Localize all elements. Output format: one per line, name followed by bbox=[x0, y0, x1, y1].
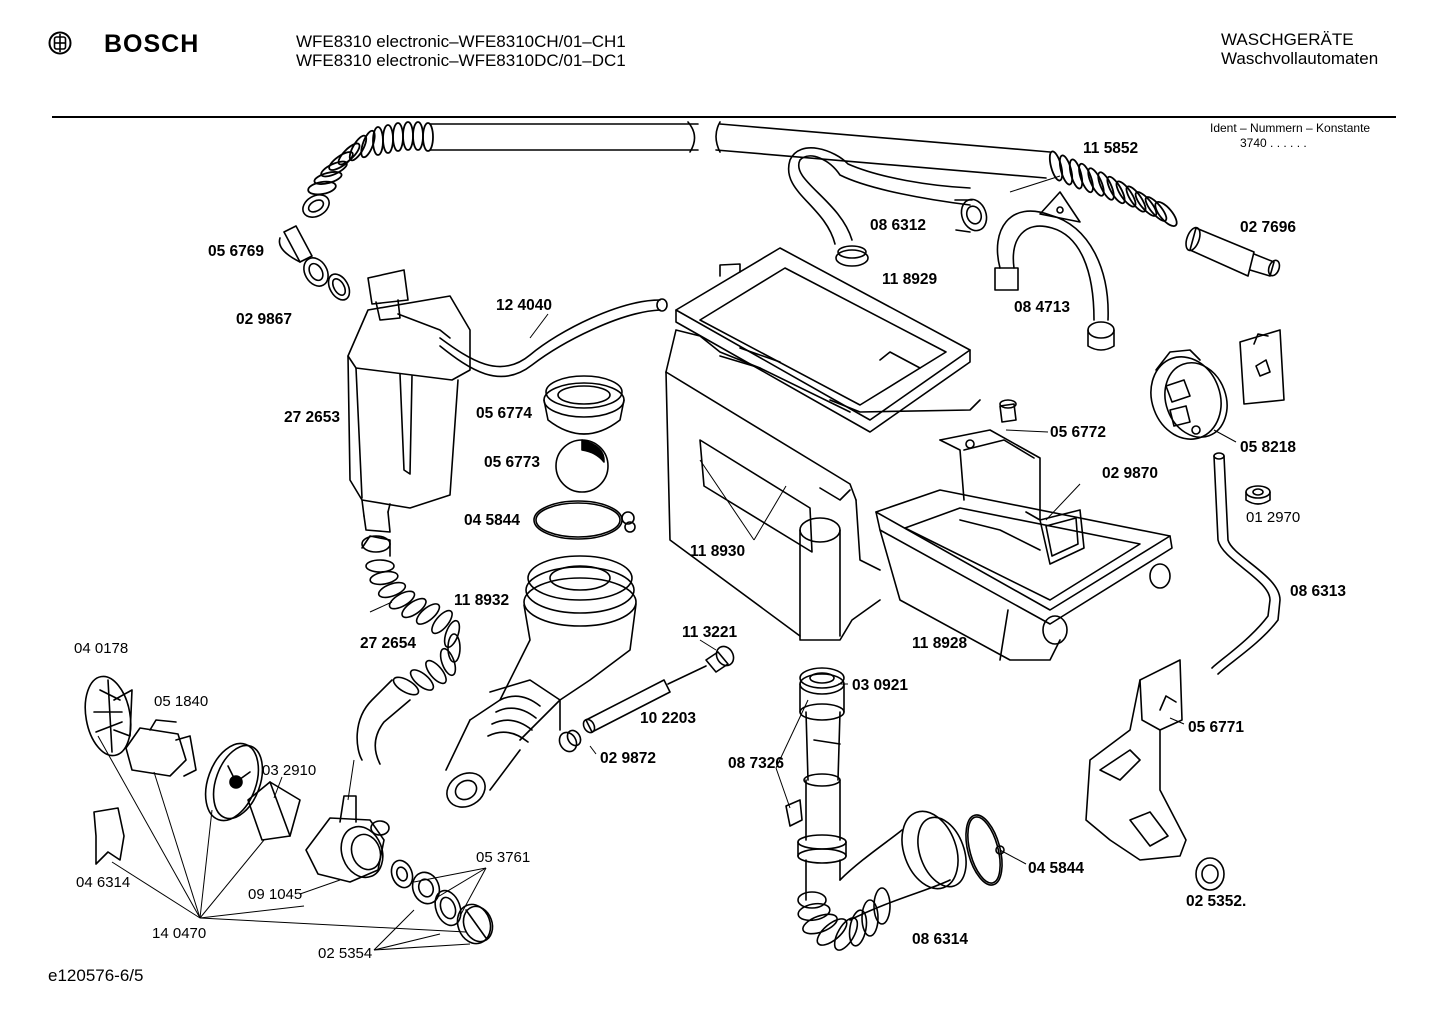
water-reservoir-drawing bbox=[347, 269, 471, 533]
air-tube-drawing bbox=[439, 298, 668, 378]
program-switch-drawing bbox=[1150, 349, 1228, 440]
nut-drawing bbox=[999, 399, 1017, 423]
model-line-1: WFE8310 electronic–WFE8310CH/01–CH1 bbox=[296, 32, 626, 51]
label-029867: 02 9867 bbox=[236, 311, 292, 328]
category-line-2: Waschvollautomaten bbox=[1221, 49, 1379, 68]
label-056771: 05 6771 bbox=[1188, 719, 1244, 736]
label-058218: 05 8218 bbox=[1240, 439, 1296, 456]
label-084713: 08 4713 bbox=[1014, 299, 1070, 316]
header-divider bbox=[52, 116, 1396, 118]
label-086313: 08 6313 bbox=[1290, 583, 1346, 600]
label-027696: 02 7696 bbox=[1240, 219, 1296, 236]
clamp-ring-drawing bbox=[533, 500, 636, 540]
drawer-drawing bbox=[875, 489, 1173, 661]
sump-hose-drawing bbox=[445, 555, 637, 808]
label-030921: 03 0921 bbox=[852, 677, 908, 694]
label-040178: 04 0178 bbox=[74, 640, 128, 657]
label-118929: 11 8929 bbox=[882, 271, 938, 288]
label-272654: 27 2654 bbox=[360, 635, 416, 652]
vent-tube-drawing bbox=[1211, 452, 1281, 675]
bracket-drawing bbox=[939, 429, 1041, 521]
label-012970: 01 2970 bbox=[1246, 509, 1300, 526]
grommet-drawing bbox=[1245, 485, 1271, 505]
label-053761: 05 3761 bbox=[476, 849, 530, 866]
brand-name: BOSCH bbox=[104, 30, 200, 58]
label-032910: 03 2910 bbox=[262, 762, 316, 779]
label-091045: 09 1045 bbox=[248, 886, 302, 903]
inlet-elbow-drawing bbox=[278, 225, 351, 301]
label-086314: 08 6314 bbox=[912, 931, 968, 948]
valve-seal-drawing bbox=[543, 375, 625, 435]
fan-drawing bbox=[84, 675, 133, 757]
bosch-logo-icon bbox=[48, 31, 72, 55]
ident-value: 3740 . . . . . . bbox=[1240, 136, 1307, 150]
label-025354: 02 5354 bbox=[318, 945, 372, 962]
label-029872: 02 9872 bbox=[600, 750, 656, 767]
label-029870: 02 9870 bbox=[1102, 465, 1158, 482]
label-272653: 27 2653 bbox=[284, 409, 340, 426]
ident-title: Ident – Nummern – Konstante bbox=[1210, 121, 1371, 135]
hose-ring-drawing bbox=[965, 814, 1005, 886]
drain-hose-drawing bbox=[302, 121, 1178, 228]
part-labels: 11 5852 02 7696 08 6312 11 8929 08 4713 … bbox=[74, 140, 1346, 962]
label-025352: 02 5352. bbox=[1186, 893, 1246, 910]
plug-drawing bbox=[558, 729, 582, 753]
deflector-drawing bbox=[247, 781, 301, 841]
leader-lines bbox=[97, 175, 1237, 951]
label-056774: 05 6774 bbox=[476, 405, 532, 422]
float-ball-drawing bbox=[555, 439, 609, 493]
label-045844-bottom: 04 5844 bbox=[1028, 860, 1084, 877]
label-118932: 11 8932 bbox=[454, 592, 509, 609]
drain-elbow-drawing bbox=[797, 810, 967, 951]
label-056773: 05 6773 bbox=[484, 454, 540, 471]
hose-clamp-drawing bbox=[994, 191, 1115, 351]
motor-drawing bbox=[125, 719, 197, 777]
label-087326: 08 7326 bbox=[728, 755, 784, 772]
label-102203: 10 2203 bbox=[640, 710, 696, 727]
label-140470: 14 0470 bbox=[152, 925, 206, 942]
label-056769: 05 6769 bbox=[208, 243, 264, 260]
support-bracket-drawing bbox=[1085, 659, 1187, 861]
model-line-2: WFE8310 electronic–WFE8310DC/01–DC1 bbox=[296, 51, 626, 70]
vertical-pipe-drawing bbox=[785, 667, 847, 901]
drain-pump-drawing bbox=[305, 795, 390, 883]
category-line-1: WASCHGERÄTE bbox=[1221, 30, 1354, 49]
corrugated-hose-drawing bbox=[356, 535, 461, 765]
label-118928: 11 8928 bbox=[912, 635, 968, 652]
label-051840: 05 1840 bbox=[154, 693, 208, 710]
grommet-small-drawing bbox=[1195, 857, 1225, 891]
label-086312: 08 6312 bbox=[870, 217, 926, 234]
heater-rod-drawing bbox=[582, 645, 735, 734]
drawing-code: e120576-6/5 bbox=[48, 966, 144, 985]
label-046314: 04 6314 bbox=[76, 874, 130, 891]
label-124040: 12 4040 bbox=[496, 297, 552, 314]
curved-hose-drawing bbox=[787, 147, 988, 267]
fan-disc-drawing bbox=[204, 742, 264, 822]
filter-insert-drawing bbox=[93, 807, 125, 865]
hose-end-drawing bbox=[1185, 226, 1281, 277]
dispenser-housing-drawing bbox=[665, 247, 981, 641]
mounting-plate-drawing bbox=[1239, 329, 1285, 405]
pump-parts-drawing bbox=[390, 859, 494, 945]
label-115852: 11 5852 bbox=[1083, 140, 1138, 157]
label-045844-top: 04 5844 bbox=[464, 512, 520, 529]
label-056772: 05 6772 bbox=[1050, 424, 1106, 441]
label-118930: 11 8930 bbox=[690, 543, 745, 560]
label-113221: 11 3221 bbox=[682, 624, 738, 641]
